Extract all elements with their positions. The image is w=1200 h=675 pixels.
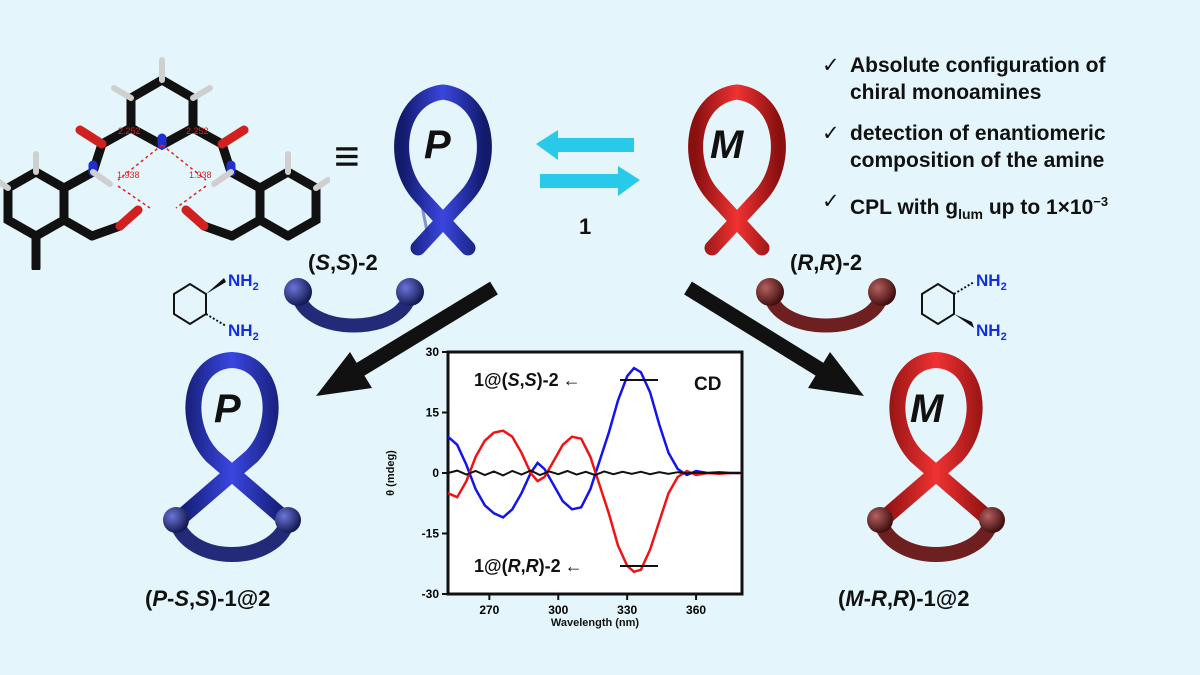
p-ribbon-top: P: [394, 84, 492, 256]
rr2-comma: ,: [813, 250, 820, 275]
molecule-bonds: [3, 75, 321, 270]
bullet-enantiomeric-composition: ✓ detection of enantiomeric composition …: [822, 120, 1188, 174]
dumbbell-blue: [284, 278, 424, 333]
arrowhead-left: [316, 352, 372, 396]
rr2-rest: )-2: [835, 250, 863, 275]
molecule-hetero-bonds: [75, 125, 249, 241]
x-tick-label: 270: [479, 603, 499, 617]
bond-label-4: 1.938: [189, 170, 212, 180]
molecule-hydrogens: [0, 57, 330, 191]
bond-label-3: 1.938: [117, 170, 140, 180]
bullet-1-line-1: Absolute configuration of: [850, 54, 1106, 77]
ss2-rest: )-2: [350, 250, 378, 275]
series-line-baseline: [447, 469, 742, 477]
bullet-absolute-configuration: ✓ Absolute configuration of chiral monoa…: [822, 52, 1188, 106]
rr2-open: (: [790, 250, 798, 275]
p-complex: P: [163, 352, 301, 562]
molecule-structure: 2.252 2.252 1.938 1.938: [0, 57, 330, 270]
equilibrium-arrows: [536, 130, 640, 196]
amine-left-lower: NH2: [228, 321, 259, 343]
chart-ylabel: θ (mdeg): [385, 450, 397, 496]
m-letter-bottom: M: [910, 387, 945, 431]
chart-xlabel: Wavelength (nm): [551, 617, 640, 629]
bullet-2-line-2: composition of the amine: [850, 149, 1105, 172]
x-tick-label: 330: [617, 603, 637, 617]
mrr-rest: )-1@2: [908, 586, 970, 611]
left-arrow: [536, 130, 634, 160]
bullet-1-line-2: chiral monoamines: [850, 81, 1042, 104]
chart-title: CD: [694, 374, 721, 395]
amine-left-upper: NH2: [228, 271, 259, 293]
ss2-c2: S: [336, 250, 351, 275]
annotation-ss: 1@(S,S)-2←: [474, 370, 581, 390]
y-tick-label: 0: [432, 466, 439, 480]
y-tick-label: -30: [422, 587, 440, 601]
check-icon: ✓: [822, 54, 840, 77]
bond-label-2: 2.252: [186, 126, 209, 136]
mrr-open: (: [838, 586, 846, 611]
y-tick-label: -15: [422, 527, 440, 541]
equivalence-symbol: ≡: [334, 132, 360, 181]
cd-chart: 270 300 330 360 30 15 0 -15 -30 CD θ (mdeg) Wave…: [385, 345, 744, 629]
dumbbell-red: [756, 278, 896, 333]
diamine-left: NH2 NH2: [173, 271, 259, 343]
hydrogen-bonds: [117, 144, 207, 209]
m-complex: M: [867, 352, 1005, 562]
arrowhead-right: [808, 352, 864, 396]
pss-c1: P: [152, 586, 168, 611]
bond-label-1: 2.252: [118, 126, 141, 136]
ss2-label: (S,S)-2: [308, 250, 378, 276]
bullet-cpl: ✓ CPL with glum up to 1×10−3: [822, 188, 1188, 228]
pss-label: (P-S,S)-1@2: [145, 586, 270, 612]
diamine-right: NH2 NH2: [921, 271, 1007, 343]
rr2-c1: R: [797, 250, 814, 275]
feature-list: ✓ Absolute configuration of chiral monoa…: [822, 52, 1188, 242]
mrr-c1: M: [845, 586, 864, 611]
ss2-c1: S: [315, 250, 331, 275]
pss-comma: ,: [189, 586, 196, 611]
pss-c3: S: [195, 586, 210, 611]
equilibrium-label: 1: [579, 214, 592, 239]
x-tick-label: 360: [686, 603, 706, 617]
mrr-c3: R: [893, 586, 909, 611]
amine-right-lower: NH2: [976, 321, 1007, 343]
y-tick-label: 30: [426, 345, 440, 359]
rr2-c2: R: [819, 250, 836, 275]
ss2-comma: ,: [330, 250, 337, 275]
x-tick-label: 300: [548, 603, 568, 617]
mrr-dash: -: [863, 586, 871, 611]
check-icon: ✓: [822, 190, 840, 213]
pss-rest: )-1@2: [209, 586, 271, 611]
pss-open: (: [145, 586, 153, 611]
m-letter-top: M: [710, 123, 745, 167]
amine-right-upper: NH2: [976, 271, 1007, 293]
check-icon: ✓: [822, 122, 840, 145]
mrr-c2: R: [870, 586, 887, 611]
p-letter-bottom: P: [214, 387, 241, 431]
mrr-label: (M-R,R)-1@2: [838, 586, 969, 612]
m-ribbon-top: M: [688, 84, 786, 256]
y-tick-label: 15: [426, 406, 440, 420]
mrr-comma: ,: [886, 586, 893, 611]
annotation-rr: 1@(R,R)-2←: [474, 556, 583, 576]
p-letter-top: P: [424, 123, 451, 167]
bullet-2-line-1: detection of enantiomeric: [850, 122, 1106, 145]
rr2-label: (R,R)-2: [790, 250, 862, 276]
pss-c2: S: [174, 586, 190, 611]
right-arrow: [540, 166, 640, 196]
pss-dash: -: [167, 586, 175, 611]
bullet-3-text: CPL with glum up to 1×10−3: [850, 194, 1109, 223]
ss2-open: (: [308, 250, 316, 275]
